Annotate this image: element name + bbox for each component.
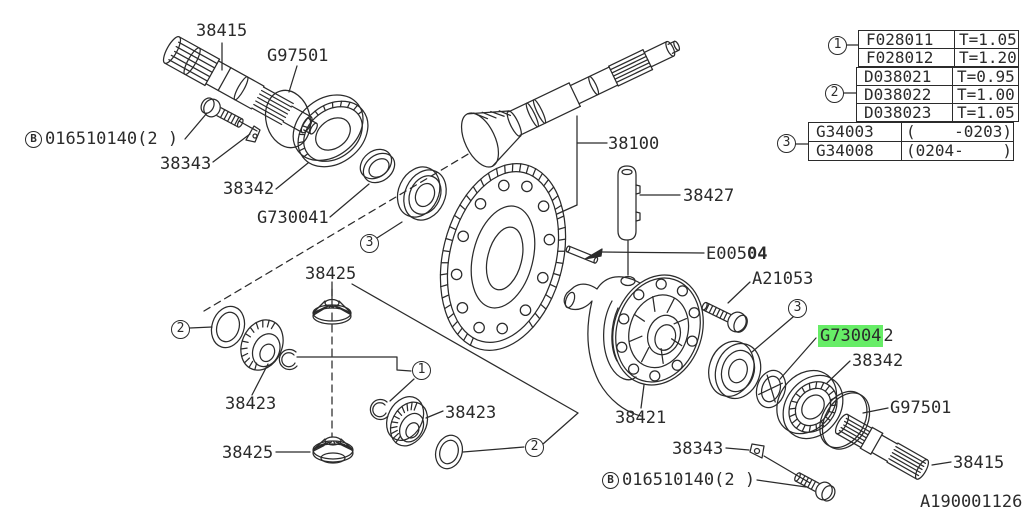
shaft-right-art <box>834 413 930 480</box>
bolt-mid-art <box>701 301 748 333</box>
table-row: D038023 T=1.05 <box>857 103 1018 121</box>
bolt-right-art <box>794 472 836 502</box>
side-gear-left-art <box>240 319 284 371</box>
shim-table-2: D038021 T=0.95 D038022 T=1.00 D038023 T=1.0… <box>856 67 1019 122</box>
label-roll-pin: E00504 <box>706 246 767 263</box>
label-diff-case: 38421 <box>615 408 667 428</box>
part-number-cell: G34008 <box>816 141 874 160</box>
seal-art <box>359 148 396 184</box>
label-pinion-gear-top: 38425 <box>305 264 357 284</box>
label-key-top-left: 38343 <box>160 154 212 174</box>
callout-1-diagram: 1 <box>412 361 431 380</box>
label-pinion-gear-bottom: 38425 <box>222 443 274 463</box>
date-range-table: G34003 ( -0203) G34008 (0204- ) <box>808 122 1014 161</box>
label-hypoid-gear-set: 38100 <box>608 134 660 154</box>
thickness-cell: T=0.95 <box>952 68 1018 85</box>
label-bolt-top-left: 016510140(2 ) <box>45 129 179 149</box>
label-bearing-right: 38342 <box>852 351 904 371</box>
thickness-cell: T=1.20 <box>954 49 1018 66</box>
part-number-cell: D038021 <box>864 67 932 86</box>
shim-table-1: F028011 T=1.05 F028012 T=1.20 <box>858 30 1019 67</box>
washer-left-art <box>434 434 464 470</box>
part-number-cell: F028012 <box>866 48 934 67</box>
drawing-number: A190001126 <box>920 492 1023 511</box>
pinion-shaft-art <box>460 40 681 168</box>
label-bolt-mid: A21053 <box>752 269 814 289</box>
label-shaft-top-left: 38415 <box>196 21 248 41</box>
snap-ring-1-art <box>278 348 298 371</box>
highlighted-part-number[interactable]: G73004 <box>818 325 884 347</box>
callout-2-left: 2 <box>171 320 190 339</box>
callout-3-left: 3 <box>360 234 379 253</box>
label-straight-pin: 38427 <box>683 186 735 206</box>
key-right-art <box>749 443 765 459</box>
label-shim-top-left: G97501 <box>267 46 329 66</box>
assembly-axis-dashed <box>203 152 471 438</box>
table-row: G34003 ( -0203) <box>809 123 1013 141</box>
table-row: D038021 T=0.95 <box>857 68 1018 85</box>
label-washer-suffix: 2 <box>883 326 894 346</box>
label-key-right: 38343 <box>672 439 724 459</box>
table-row: F028011 T=1.05 <box>859 31 1018 48</box>
bearing-top-left-art <box>292 94 369 168</box>
label-bolt-right: 016510140(2 ) <box>622 470 756 490</box>
shim-right-art <box>819 390 871 450</box>
straight-pin-art <box>617 165 641 276</box>
label-shaft-right: 38415 <box>953 453 1005 473</box>
table-row: F028012 T=1.20 <box>859 48 1018 66</box>
bearing-3-left-art <box>396 166 447 221</box>
key-top-left-art <box>245 125 261 143</box>
label-roll-pin-plain: E005 <box>706 244 747 264</box>
callout-3-table: 3 <box>777 134 796 153</box>
part-number-cell: G34003 <box>816 122 874 141</box>
bolt-top-left-art <box>200 97 244 128</box>
table-row: D038022 T=1.00 <box>857 85 1018 103</box>
shaft-top-left-art <box>162 36 318 135</box>
label-shim-right: G97501 <box>890 398 952 418</box>
circled-b-icon: B <box>25 131 42 148</box>
thickness-cell: T=1.05 <box>954 31 1018 48</box>
bearing-3-right-art <box>708 340 762 400</box>
ring-gear-art <box>439 163 567 351</box>
shim-ring-left-art <box>210 305 246 349</box>
thickness-cell: T=1.05 <box>952 104 1018 121</box>
label-roll-pin-bold: 04 <box>746 244 768 264</box>
label-seal: G730041 <box>257 208 329 228</box>
label-side-bearing-left: 38423 <box>445 403 497 423</box>
date-range-cell: (0204- ) <box>901 142 1013 160</box>
callout-2-bottom: 2 <box>525 438 544 457</box>
part-number-cell: D038023 <box>864 103 932 122</box>
date-range-cell: ( -0203) <box>901 123 1013 141</box>
callout-3-right: 3 <box>788 299 807 318</box>
circled-b-icon-right: B <box>602 472 619 489</box>
label-bearing-top-left: 38342 <box>223 179 275 199</box>
leader-lines <box>184 42 952 488</box>
callout-1-table: 1 <box>828 36 847 55</box>
thickness-cell: T=1.00 <box>952 86 1018 103</box>
side-bearing-left-art <box>385 396 429 447</box>
diff-case-art <box>563 274 704 417</box>
snap-ring-2-art <box>369 398 389 421</box>
pinion-gear-bottom-art <box>312 436 354 464</box>
washer-highlight-art <box>755 369 787 409</box>
part-number-cell: D038022 <box>864 85 932 104</box>
table-row: G34008 (0204- ) <box>809 141 1013 160</box>
callout-2-table: 2 <box>825 84 844 103</box>
part-number-cell: F028011 <box>866 30 934 49</box>
label-side-gear-left: 38423 <box>225 394 277 414</box>
